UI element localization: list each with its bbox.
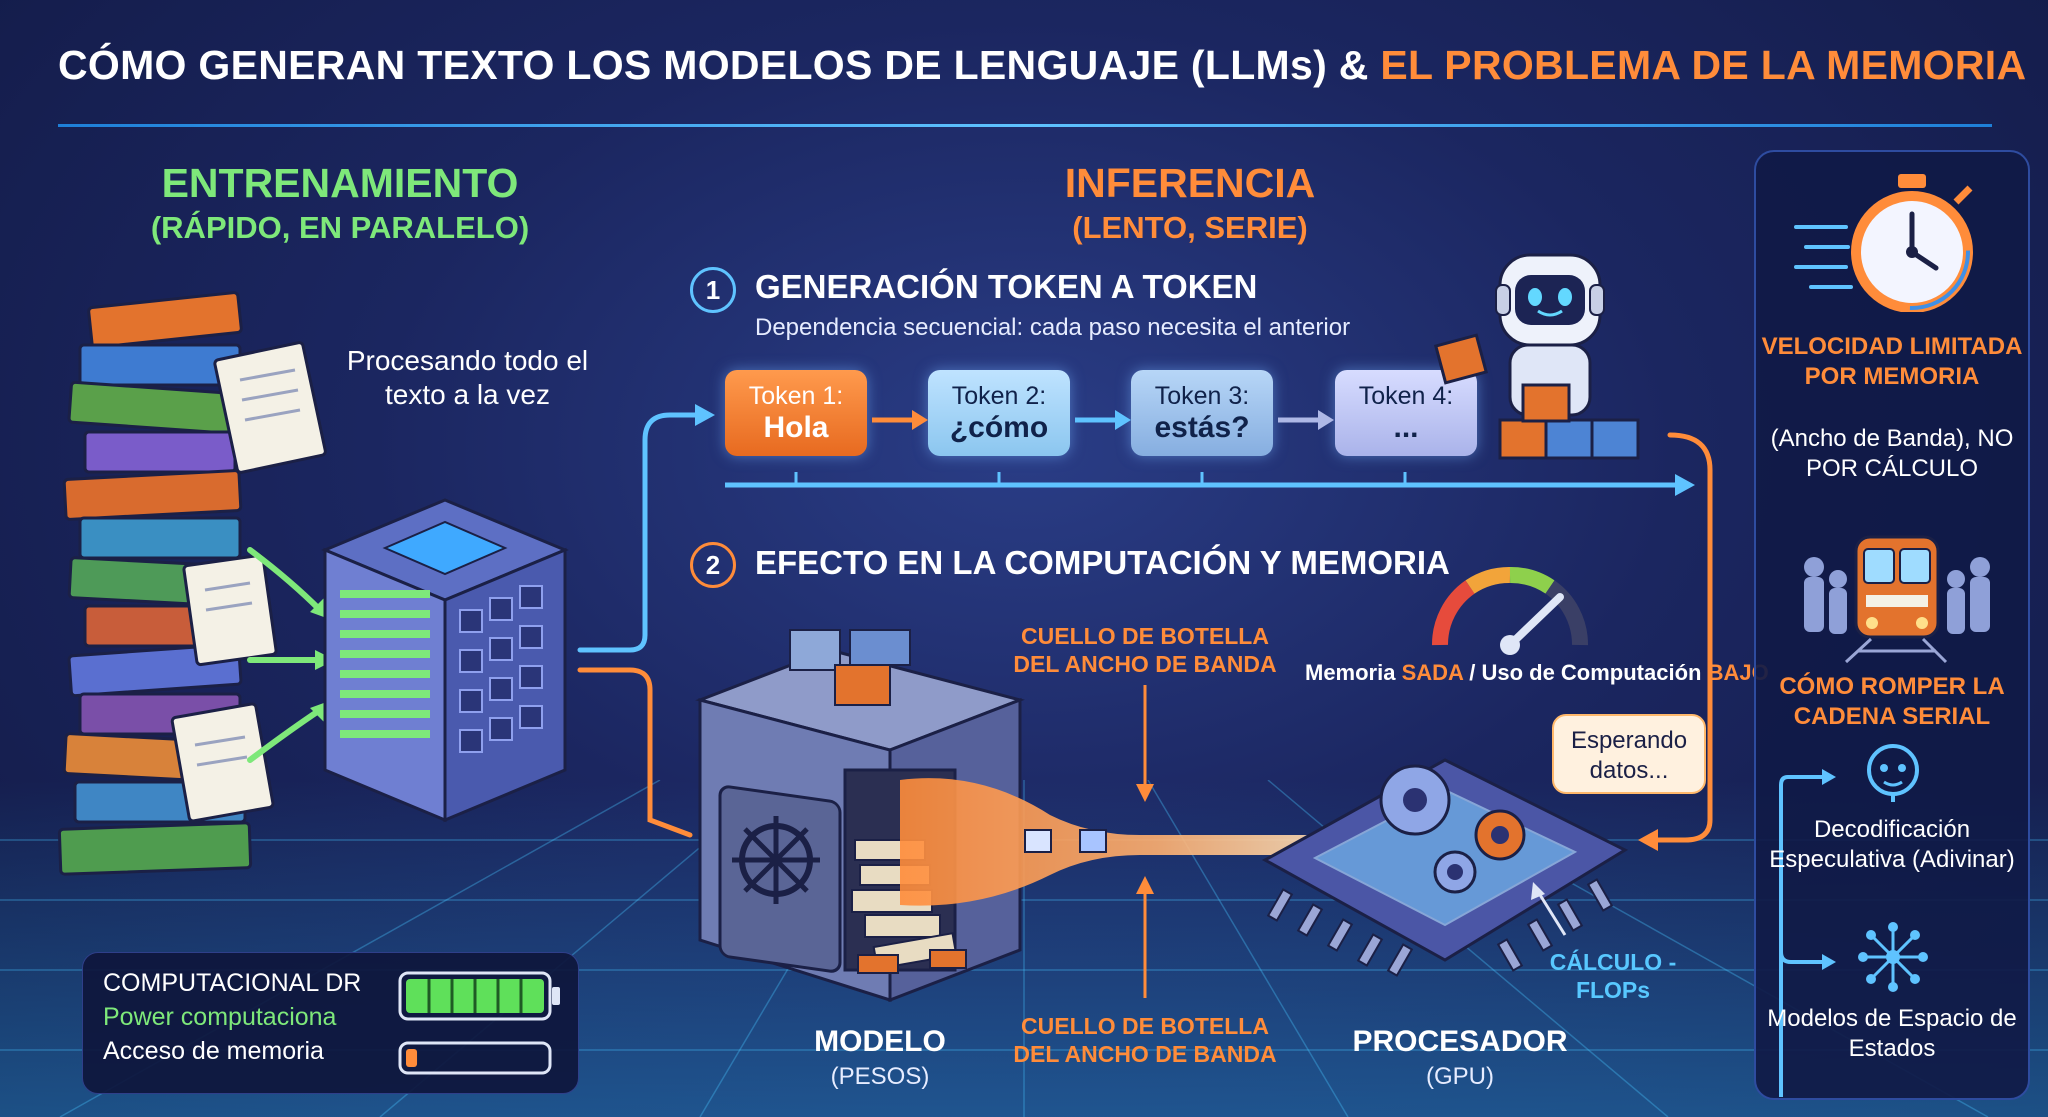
sidebar-panel: VELOCIDAD LIMITADA POR MEMORIA (Ancho de… — [1754, 150, 2030, 1100]
step1-number: 1 — [690, 267, 736, 313]
sidebar-speed-title: VELOCIDAD LIMITADA POR MEMORIA — [1761, 333, 2023, 390]
sidebar-option-2: Modelos de Espacio de Estados — [1767, 1005, 2017, 1062]
calc-label: CÁLCULO - FLOPs — [1549, 949, 1677, 1003]
sidebar-option-1: Decodificación Especulativa (Adivinar) — [1769, 816, 2015, 873]
bottleneck-label-bottom: CUELLO DE BOTELLA DEL ANCHO DE BANDA — [1013, 1013, 1277, 1067]
gauge-prefix: Memoria — [1305, 660, 1402, 685]
stopwatch-icon — [1794, 174, 1973, 312]
gauge-middle: / Uso de Computación — [1463, 660, 1708, 685]
training-heading: ENTRENAMIENTO — [161, 160, 519, 206]
token-4-value: ... — [1393, 411, 1419, 444]
memory-battery-fill — [406, 1049, 418, 1067]
title-divider — [58, 124, 1992, 127]
gauge-label: Memoria SADA / Uso de Computación BAJO — [1305, 660, 1769, 686]
token-4: Token 4: ... — [1335, 370, 1477, 456]
inference-subheading: (LENTO, SERIE) — [1072, 210, 1308, 245]
bottleneck-arrows — [1136, 685, 1154, 998]
robot-icon — [1433, 253, 1640, 460]
legend-row-3: Acceso de memoria — [103, 1037, 324, 1065]
token-1-label: Token 1: — [748, 382, 844, 410]
model-label: MODELO — [814, 1025, 946, 1058]
legend-panel: COMPUTACIONAL DR Power computaciona Acce… — [82, 952, 579, 1094]
processor-icon — [1261, 758, 1629, 977]
gauge-memory-state: SADA — [1401, 660, 1464, 685]
server-icon — [321, 498, 569, 823]
token-3-value: estás? — [1154, 411, 1250, 444]
title-highlight: EL PROBLEMA DE LA MEMORIA — [1380, 42, 2027, 88]
token-3-label: Token 3: — [1154, 382, 1250, 410]
gauge-icon — [1431, 567, 1589, 655]
token-4-label: Token 4: — [1358, 382, 1454, 410]
step2-number: 2 — [690, 542, 736, 588]
token-2: Token 2: ¿cómo — [928, 370, 1070, 456]
bottleneck-label-top: CUELLO DE BOTELLA DEL ANCHO DE BANDA — [1013, 623, 1277, 677]
waiting-bubble: Esperando datos... — [1552, 714, 1706, 794]
brain-icon — [1867, 744, 1919, 802]
flow-connectors — [577, 404, 1713, 851]
title-main: CÓMO GENERAN TEXTO LOS MODELOS DE LENGUA… — [58, 42, 1381, 88]
processing-label: Procesando todo el texto a la vez — [346, 345, 589, 410]
legend-row-2: Power computaciona — [103, 1003, 337, 1031]
token-2-value: ¿cómo — [949, 411, 1049, 444]
step2-title: EFECTO EN LA COMPUTACIÓN Y MEMORIA — [755, 544, 1450, 581]
sidebar-break-title: CÓMO ROMPER LA CADENA SERIAL — [1779, 673, 2005, 730]
step1-title: GENERACIÓN TOKEN A TOKEN — [755, 268, 1258, 305]
processor-sublabel: (GPU) — [1426, 1063, 1494, 1090]
token-2-label: Token 2: — [951, 382, 1047, 410]
data-stream — [900, 778, 1330, 906]
books-stack-icon — [57, 291, 327, 876]
inference-heading: INFERENCIA — [1064, 160, 1316, 206]
train-icon — [1804, 535, 1990, 664]
token-arrows — [725, 410, 1695, 496]
battery-icons — [398, 971, 560, 1075]
token-3: Token 3: estás? — [1131, 370, 1273, 456]
processor-label: PROCESADOR — [1352, 1025, 1568, 1058]
options-connector — [1779, 769, 1836, 1097]
training-subheading: (RÁPIDO, EN PARALELO) — [150, 210, 530, 245]
page-title: CÓMO GENERAN TEXTO LOS MODELOS DE LENGUA… — [58, 42, 2026, 89]
sidebar-speed-body: (Ancho de Banda), NO POR CÁLCULO — [1770, 425, 2014, 482]
token-1-value: Hola — [763, 411, 829, 444]
token-1: Token 1: Hola — [725, 370, 867, 456]
model-sublabel: (PESOS) — [830, 1063, 930, 1090]
step1-subtitle: Dependencia secuencial: cada paso necesi… — [755, 314, 1351, 341]
network-icon — [1858, 922, 1928, 992]
legend-row-1: COMPUTACIONAL DR — [103, 969, 362, 997]
